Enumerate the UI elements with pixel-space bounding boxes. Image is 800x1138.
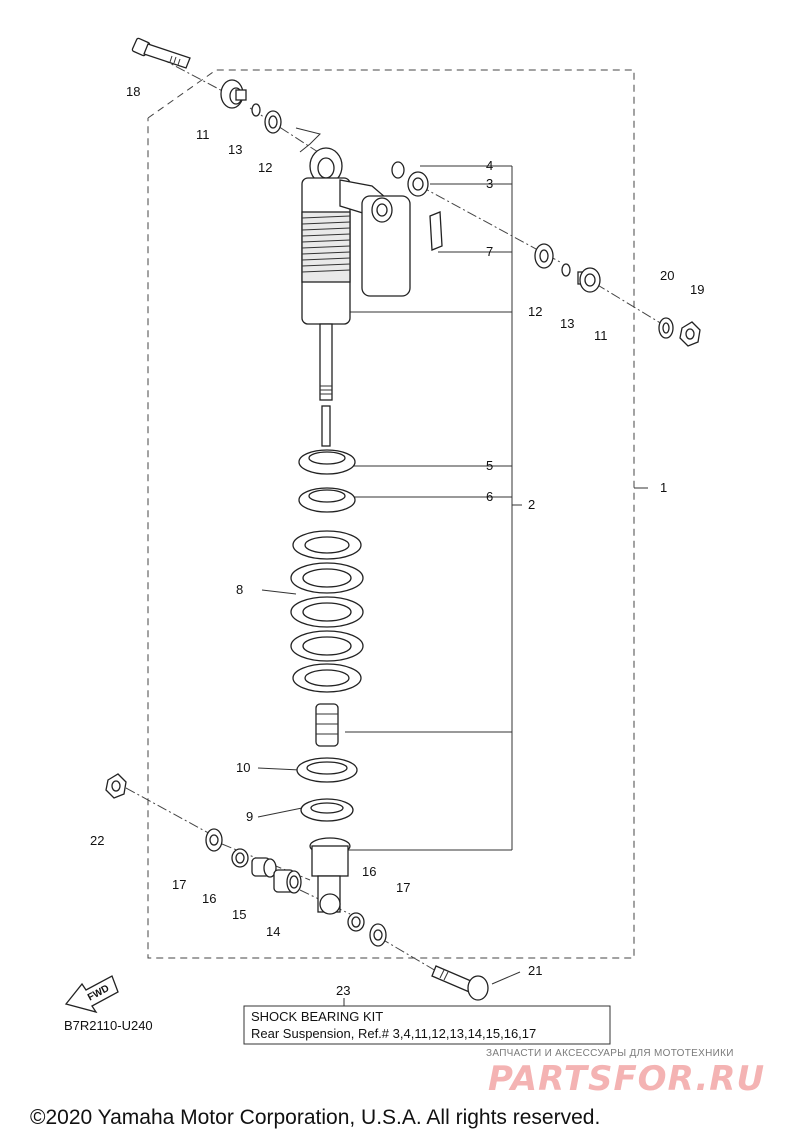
part-13-oring-lower <box>561 263 571 277</box>
part-14-bearing <box>273 869 302 894</box>
part-12-washer-lower <box>534 243 554 269</box>
kit-description: Rear Suspension, Ref.# 3,4,11,12,13,14,1… <box>251 1026 536 1041</box>
part-11-collar-upper <box>220 79 247 109</box>
callout-15: 15 <box>232 907 246 922</box>
shock-bearing-kit-box: SHOCK BEARING KIT Rear Suspension, Ref.#… <box>243 998 611 1045</box>
part-5-adjuster-ring <box>298 449 356 475</box>
lower-clevis <box>309 837 351 915</box>
copyright-notice: ©2020 Yamaha Motor Corporation, U.S.A. A… <box>30 1106 600 1129</box>
callout-labels: 1 2 3 4 5 6 7 8 9 10 11 11 12 12 13 13 1… <box>90 84 704 998</box>
callout-16-left: 16 <box>202 891 216 906</box>
callout-7: 7 <box>486 244 493 259</box>
callout-5: 5 <box>486 458 493 473</box>
callout-12-lower: 12 <box>528 304 542 319</box>
shock-absorber-body <box>301 147 411 447</box>
part-13-oring-upper <box>251 103 261 117</box>
part-16-bushing-right <box>347 912 365 932</box>
part-4-oring <box>391 161 405 179</box>
part-9-spring-guide <box>300 798 354 822</box>
callout-13-upper: 13 <box>228 142 242 157</box>
part-7-label <box>429 211 443 251</box>
watermark: ЗАПЧАСТИ И АКСЕССУАРЫ ДЛЯ МОТОТЕХНИКИ PA… <box>486 1048 765 1099</box>
watermark-tagline: ЗАПЧАСТИ И АКСЕССУАРЫ ДЛЯ МОТОТЕХНИКИ <box>486 1048 734 1059</box>
callout-12-upper: 12 <box>258 160 272 175</box>
kit-title: SHOCK BEARING KIT <box>251 1009 383 1024</box>
part-20-washer <box>658 317 674 339</box>
callout-14: 14 <box>266 924 280 939</box>
part-12-washer-upper <box>264 110 282 134</box>
part-21-lower-bolt <box>431 965 489 1001</box>
diagram-code: B7R2110-U240 <box>64 1018 153 1033</box>
part-15-collar <box>251 857 277 878</box>
callout-11-upper: 11 <box>196 127 210 142</box>
callout-4: 4 <box>486 158 493 173</box>
part-17-washer-left <box>205 828 223 852</box>
part-17-washer-right <box>369 923 387 947</box>
bump-stop <box>315 703 339 747</box>
callout-23: 23 <box>336 983 350 998</box>
callout-9: 9 <box>246 809 253 824</box>
callout-11-lower: 11 <box>594 328 608 343</box>
part-11-collar-lower <box>577 267 601 293</box>
callout-16-right: 16 <box>362 864 376 879</box>
callout-19: 19 <box>690 282 704 297</box>
callout-18: 18 <box>126 84 140 99</box>
part-3-bushing <box>407 171 429 197</box>
part-16-bushing-left <box>231 848 249 868</box>
reference-lines <box>244 165 648 1013</box>
callout-20: 20 <box>660 268 674 283</box>
callout-17-right: 17 <box>396 880 410 895</box>
callout-21: 21 <box>528 963 542 978</box>
callout-13-lower: 13 <box>560 316 574 331</box>
callout-17-left: 17 <box>172 877 186 892</box>
part-8-spring <box>290 530 364 693</box>
part-6-locknut <box>298 487 356 513</box>
part-18-upper-bolt <box>131 37 191 69</box>
part-10-spring-seat <box>296 757 358 783</box>
part-19-nut <box>679 321 701 347</box>
callout-2: 2 <box>528 497 535 512</box>
part-22-nut <box>105 773 127 799</box>
callout-3: 3 <box>486 176 493 191</box>
callout-22: 22 <box>90 833 104 848</box>
callout-10: 10 <box>236 760 250 775</box>
callout-8: 8 <box>236 582 243 597</box>
fwd-arrow-icon: FWD <box>64 975 119 1014</box>
callout-6: 6 <box>486 489 493 504</box>
callout-1: 1 <box>660 480 667 495</box>
watermark-brand: PARTSFOR.RU <box>488 1059 765 1099</box>
